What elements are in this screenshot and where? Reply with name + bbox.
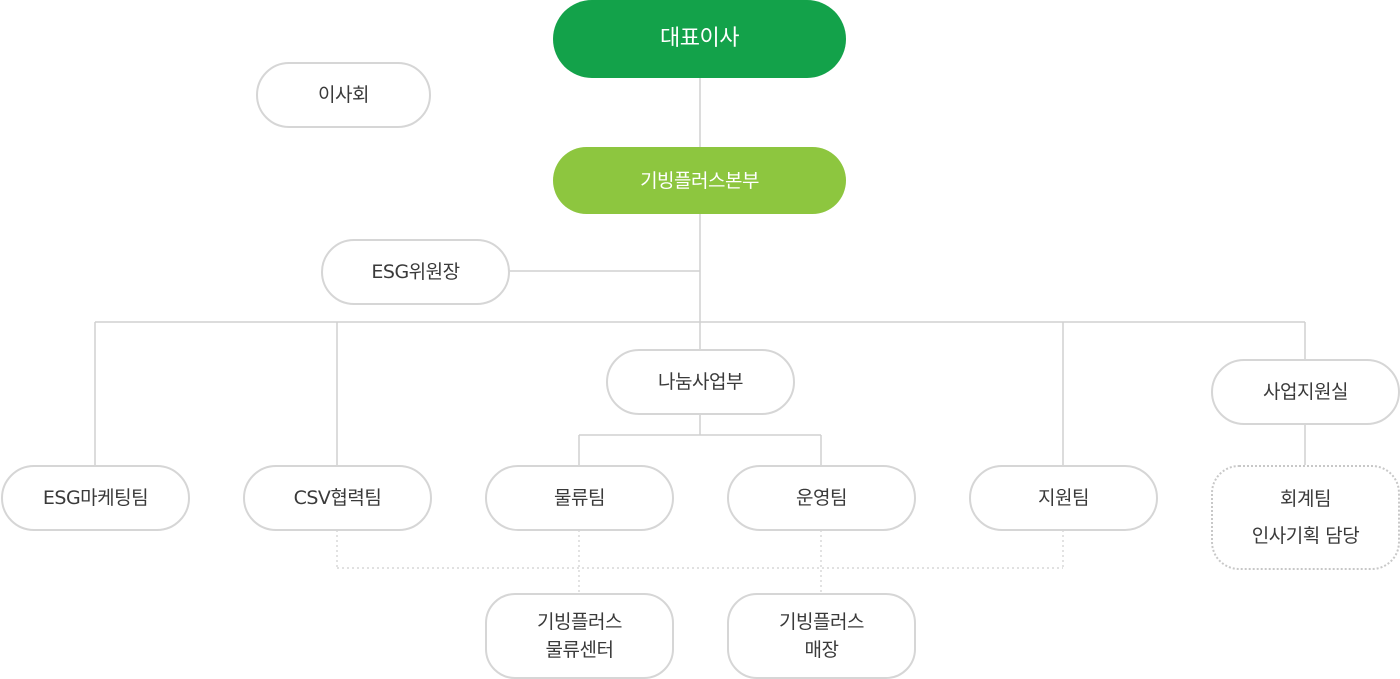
accounting-team-label: 회계팀 [1280, 487, 1331, 510]
esg-committee-node: ESG위원장 [321, 239, 510, 305]
store-label-line2: 매장 [804, 639, 839, 661]
ceo-node: 대표이사 [553, 0, 846, 78]
csv-team-label: CSV협력팀 [293, 487, 382, 509]
logistics-center-label-line1: 기빙플러스 [537, 611, 622, 633]
csv-team-node: CSV협력팀 [243, 465, 432, 531]
hq-node: 기빙플러스본부 [553, 147, 846, 214]
esg-committee-label: ESG위원장 [371, 261, 460, 283]
esg-marketing-team-node: ESG마케팅팀 [1, 465, 190, 531]
logistics-team-node: 물류팀 [485, 465, 674, 531]
hr-planning-label: 인사기획 담당 [1251, 524, 1360, 547]
logistics-center-node: 기빙플러스 물류센터 [485, 593, 674, 679]
store-node: 기빙플러스 매장 [727, 593, 916, 679]
accounting-team-node: 회계팀 인사기획 담당 [1211, 465, 1400, 570]
sharing-division-node: 나눔사업부 [606, 349, 795, 415]
operations-team-node: 운영팀 [727, 465, 916, 531]
business-support-label: 사업지원실 [1263, 381, 1348, 403]
board-label: 이사회 [318, 84, 369, 106]
logistics-center-label-line2: 물류센터 [545, 639, 614, 661]
sharing-division-label: 나눔사업부 [658, 371, 743, 393]
support-team-node: 지원팀 [969, 465, 1158, 531]
hq-label: 기빙플러스본부 [640, 169, 759, 192]
board-node: 이사회 [256, 62, 431, 128]
esg-marketing-team-label: ESG마케팅팀 [42, 487, 149, 509]
ceo-label: 대표이사 [660, 26, 739, 51]
logistics-team-label: 물류팀 [554, 487, 605, 509]
store-label-line1: 기빙플러스 [779, 611, 864, 633]
support-team-label: 지원팀 [1038, 487, 1089, 509]
business-support-node: 사업지원실 [1211, 359, 1400, 425]
operations-team-label: 운영팀 [796, 487, 847, 509]
